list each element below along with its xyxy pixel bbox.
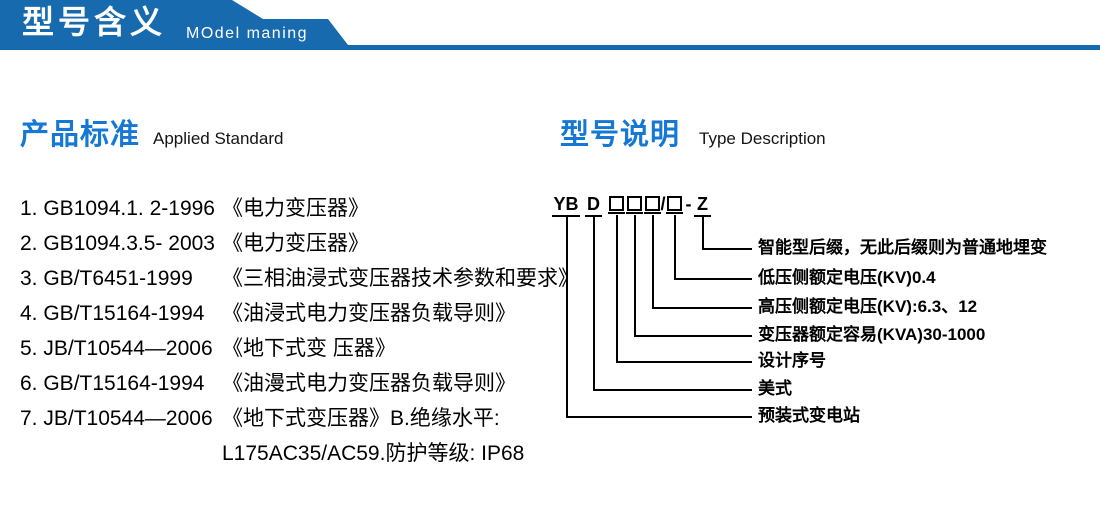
connector-line-vertical (634, 215, 636, 335)
code-box (667, 196, 682, 211)
label-lv-voltage: 低压侧额定电压(KV)0.4 (758, 268, 936, 287)
standard-item: 7. JB/T10544—2006 《地下式变压器》B.绝缘水平: (20, 401, 550, 436)
label-smart-suffix: 智能型后缀，无此后缀则为普通地埋变 (758, 238, 1047, 257)
standard-code: 3. GB/T6451-1999 (20, 267, 193, 290)
standard-item: 4. GB/T15164-1994 《油浸式电力变压器负载导则》 (20, 296, 550, 331)
connector-line-horizontal (593, 389, 752, 391)
code-slash: / (660, 194, 666, 214)
standard-code: 7. JB/T10544—2006 (20, 407, 213, 430)
connector-line-horizontal (674, 278, 752, 280)
model-heading-en: Type Description (699, 129, 826, 148)
standard-code: 5. JB/T10544—2006 (20, 337, 213, 360)
code-dash: - (685, 194, 692, 214)
connector-line-vertical (616, 215, 618, 361)
connector-line-vertical (566, 215, 568, 416)
code-box-capacity-wrap (608, 195, 625, 214)
standard-code: 2. GB1094.3.5- 2003 (20, 232, 215, 255)
code-box (627, 196, 642, 211)
standards-heading-en: Applied Standard (153, 129, 284, 148)
connector-line-horizontal (702, 248, 752, 250)
page-subtitle: MOdel maning (186, 25, 309, 42)
code-prefix: YB (552, 195, 580, 217)
code-box (645, 196, 660, 211)
standard-title: 《电力变压器》 (222, 232, 369, 255)
standards-list: 1. GB1094.1. 2-1996 《电力变压器》 2. GB1094.3.… (20, 191, 579, 471)
label-prefab-substation: 预装式变电站 (758, 406, 860, 425)
label-hv-voltage: 高压侧额定电压(KV):6.3、12 (758, 297, 978, 316)
standard-item: 5. JB/T10544—2006 《地下式变 压器》 (20, 331, 550, 366)
standard-title: 《地下式变压器》B.绝缘水平: (222, 407, 500, 430)
standard-code: 6. GB/T15164-1994 (20, 372, 205, 395)
code-box-lv-wrap (644, 195, 661, 214)
connector-line-horizontal (634, 335, 752, 337)
standard-title: 《电力变压器》 (222, 197, 369, 220)
standard-code (20, 436, 222, 471)
connector-line-horizontal (652, 307, 752, 309)
standard-item: 2. GB1094.3.5- 2003 《电力变压器》 (20, 226, 550, 261)
standard-item: 1. GB1094.1. 2-1996 《电力变压器》 (20, 191, 550, 226)
connector-line-vertical (652, 215, 654, 307)
standard-code: 4. GB/T15164-1994 (20, 302, 205, 325)
standard-title: L175AC35/AC59.防护等级: IP68 (222, 442, 525, 465)
connector-line-vertical (702, 215, 704, 248)
standard-title: 《地下式变 压器》 (222, 337, 396, 360)
page-title: 型号含义 (22, 4, 167, 40)
standards-heading-cn: 产品标准 (20, 119, 141, 151)
code-series: D (585, 195, 602, 217)
code-box (609, 196, 624, 211)
standard-code: 1. GB1094.1. 2-1996 (20, 197, 215, 220)
model-heading-cn: 型号说明 (560, 119, 681, 151)
standard-title: 《油浸式电力变压器负载导则》 (222, 302, 516, 325)
code-box-suffix-wrap (666, 195, 683, 214)
standard-item: 3. GB/T6451-1999 《三相油浸式变压器技术参数和要求》 (20, 261, 579, 296)
label-rated-capacity: 变压器额定容易(KVA)30-1000 (758, 325, 986, 344)
standard-title: 《油漫式电力变压器负载导则》 (222, 372, 516, 395)
model-code-diagram: YB D / - Z 智能型后缀，无此后缀则为普通地埋变 低压侧额定电压(KV)… (552, 193, 1097, 438)
connector-line-vertical (674, 215, 676, 278)
label-design-serial: 设计序号 (758, 351, 826, 370)
label-american-style: 美式 (758, 379, 792, 398)
connector-line-horizontal (616, 361, 752, 363)
standards-heading: 产品标准 Applied Standard (20, 111, 283, 153)
model-heading: 型号说明 Type Description (560, 111, 826, 153)
connector-line-vertical (593, 215, 595, 389)
connector-line-horizontal (566, 416, 752, 418)
code-suffix: Z (694, 195, 711, 217)
standard-item: 6. GB/T15164-1994 《油漫式电力变压器负载导则》 (20, 366, 550, 401)
code-box-hv-wrap (626, 195, 643, 214)
standard-item-continuation: L175AC35/AC59.防护等级: IP68 (20, 436, 550, 471)
standard-title: 《三相油浸式变压器技术参数和要求》 (222, 267, 579, 290)
